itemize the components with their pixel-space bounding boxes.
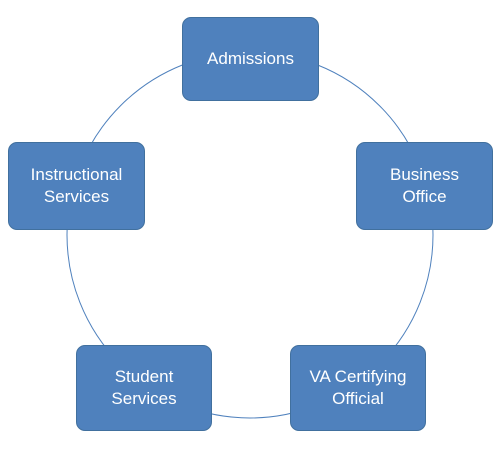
node-business-office: Business Office bbox=[356, 142, 493, 230]
node-va-certifying-official: VA Certifying Official bbox=[290, 345, 426, 431]
node-instructional-services: Instructional Services bbox=[8, 142, 145, 230]
node-admissions: Admissions bbox=[182, 17, 319, 101]
node-student-services: Student Services bbox=[76, 345, 212, 431]
